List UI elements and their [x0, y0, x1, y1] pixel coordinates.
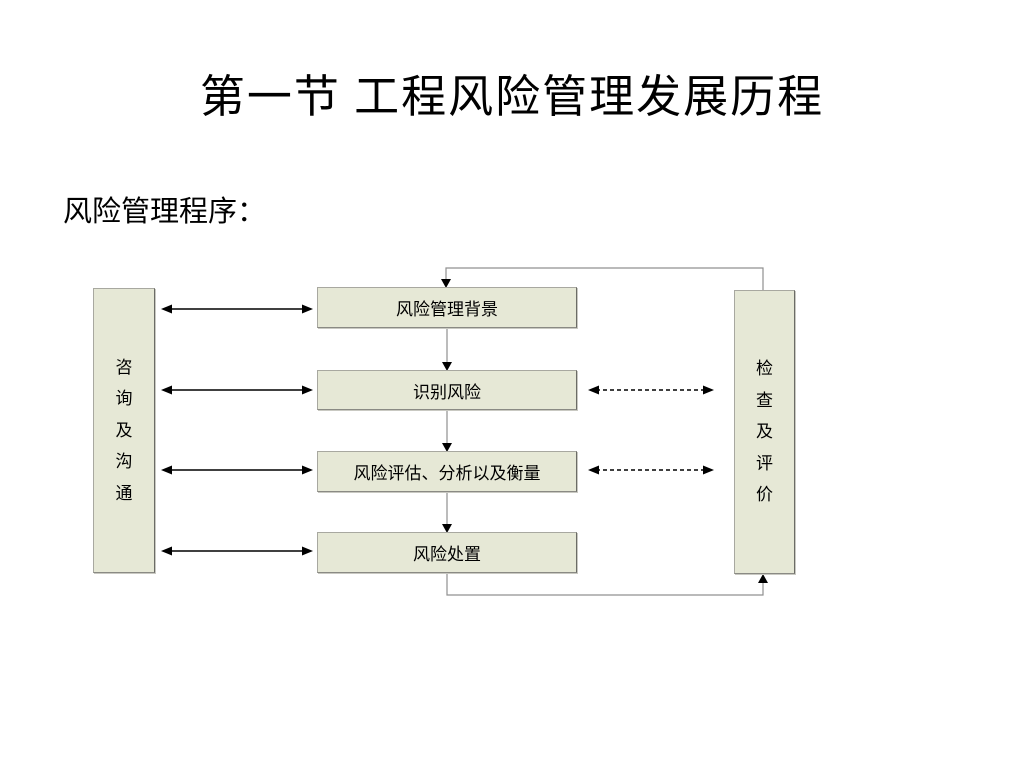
check-evaluation-box: 检查及评价 — [734, 290, 795, 574]
process-box-label: 风险处置 — [413, 545, 481, 564]
arrowhead-down-into-box2 — [442, 362, 452, 371]
feedback-line-top — [445, 267, 764, 290]
process-box-label: 识别风险 — [413, 382, 481, 402]
process-box-risk-assessment: 风险评估、分析以及衡量 — [317, 451, 577, 492]
process-box-label: 风险管理背景 — [396, 300, 498, 319]
arrowhead-up-into-right-box — [758, 574, 768, 583]
left-double-arrow-row4 — [161, 546, 313, 556]
arrowhead-down-into-box1 — [441, 279, 451, 288]
right-dashed-double-arrow-row3 — [588, 465, 714, 475]
consultation-communication-label: 咨询及沟通 — [115, 357, 133, 503]
consultation-communication-box: 咨询及沟通 — [93, 288, 155, 573]
arrowhead-down-into-box4 — [442, 524, 452, 533]
process-box-risk-background: 风险管理背景 — [317, 287, 577, 328]
feedback-line-bottom — [446, 573, 764, 596]
right-dashed-double-arrow-row2 — [588, 385, 714, 395]
arrowhead-down-into-box3 — [442, 443, 452, 452]
process-box-identify-risk: 识别风险 — [317, 370, 577, 410]
left-double-arrow-row2 — [161, 385, 313, 395]
left-double-arrow-row3 — [161, 465, 313, 475]
left-double-arrow-row1 — [161, 304, 313, 314]
check-evaluation-label: 检查及评价 — [755, 359, 773, 505]
page-title: 第一节 工程风险管理发展历程 — [199, 72, 825, 122]
process-box-risk-treatment: 风险处置 — [317, 532, 577, 573]
process-box-label: 风险评估、分析以及衡量 — [353, 464, 541, 483]
slide-subtitle: 风险管理程序： — [63, 196, 267, 228]
